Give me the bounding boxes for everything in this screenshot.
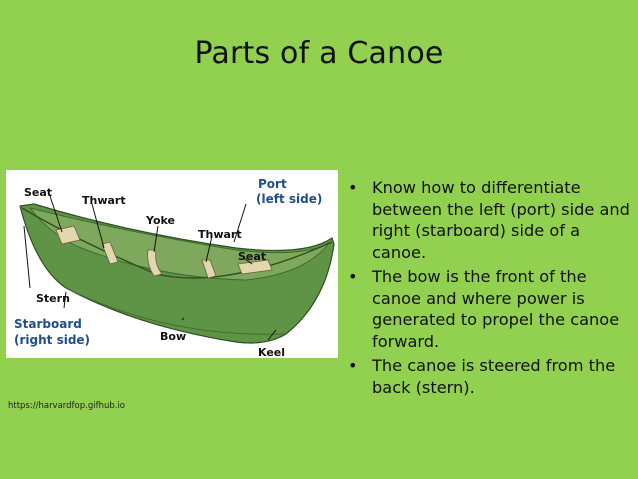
label-thwart-stern: Thwart bbox=[82, 194, 126, 207]
label-port-sub: (left side) bbox=[256, 192, 322, 206]
label-seat-stern: Seat bbox=[24, 186, 52, 199]
label-port: Port bbox=[258, 177, 287, 191]
label-starboard: Starboard bbox=[14, 317, 82, 331]
bullet-item: • The bow is the front of the canoe and w… bbox=[348, 266, 638, 352]
image-credit: https://harvardfop.gifhub.io bbox=[8, 401, 126, 411]
canoe-illustration: Seat Thwart Yoke Thwart Seat Stern Bow K… bbox=[14, 177, 335, 358]
bullet-list: • Know how to differentiate between the l… bbox=[348, 177, 638, 401]
canoe-thwart-stern bbox=[101, 241, 119, 265]
canoe-diagram: Seat Thwart Yoke Thwart Seat Stern Bow K… bbox=[6, 170, 338, 358]
bullet-item: • Know how to differentiate between the l… bbox=[348, 177, 638, 263]
bullet-dot-icon: • bbox=[348, 267, 358, 286]
bullet-text: The canoe is steered from the back (ster… bbox=[372, 356, 616, 397]
label-yoke: Yoke bbox=[145, 214, 175, 227]
label-seat-bow: Seat bbox=[238, 250, 266, 263]
bullet-dot-icon: • bbox=[348, 356, 358, 375]
label-thwart-bow: Thwart bbox=[198, 228, 242, 241]
label-keel: Keel bbox=[258, 346, 285, 358]
label-stern: Stern bbox=[36, 292, 70, 305]
canoe-thwart-bow bbox=[201, 259, 217, 279]
slide-title: Parts of a Canoe bbox=[194, 36, 444, 71]
bullet-text: Know how to differentiate between the le… bbox=[372, 178, 630, 262]
label-starboard-sub: (right side) bbox=[14, 333, 90, 347]
bullet-item: • The canoe is steered from the back (ste… bbox=[348, 355, 638, 398]
label-bow: Bow bbox=[160, 330, 186, 343]
canoe-keel-line bbox=[65, 287, 287, 335]
bullet-text: The bow is the front of the canoe and wh… bbox=[372, 267, 620, 351]
canoe-yoke bbox=[147, 249, 163, 277]
canoe-seat-bow bbox=[237, 259, 273, 275]
bullet-dot-icon: • bbox=[348, 178, 358, 197]
